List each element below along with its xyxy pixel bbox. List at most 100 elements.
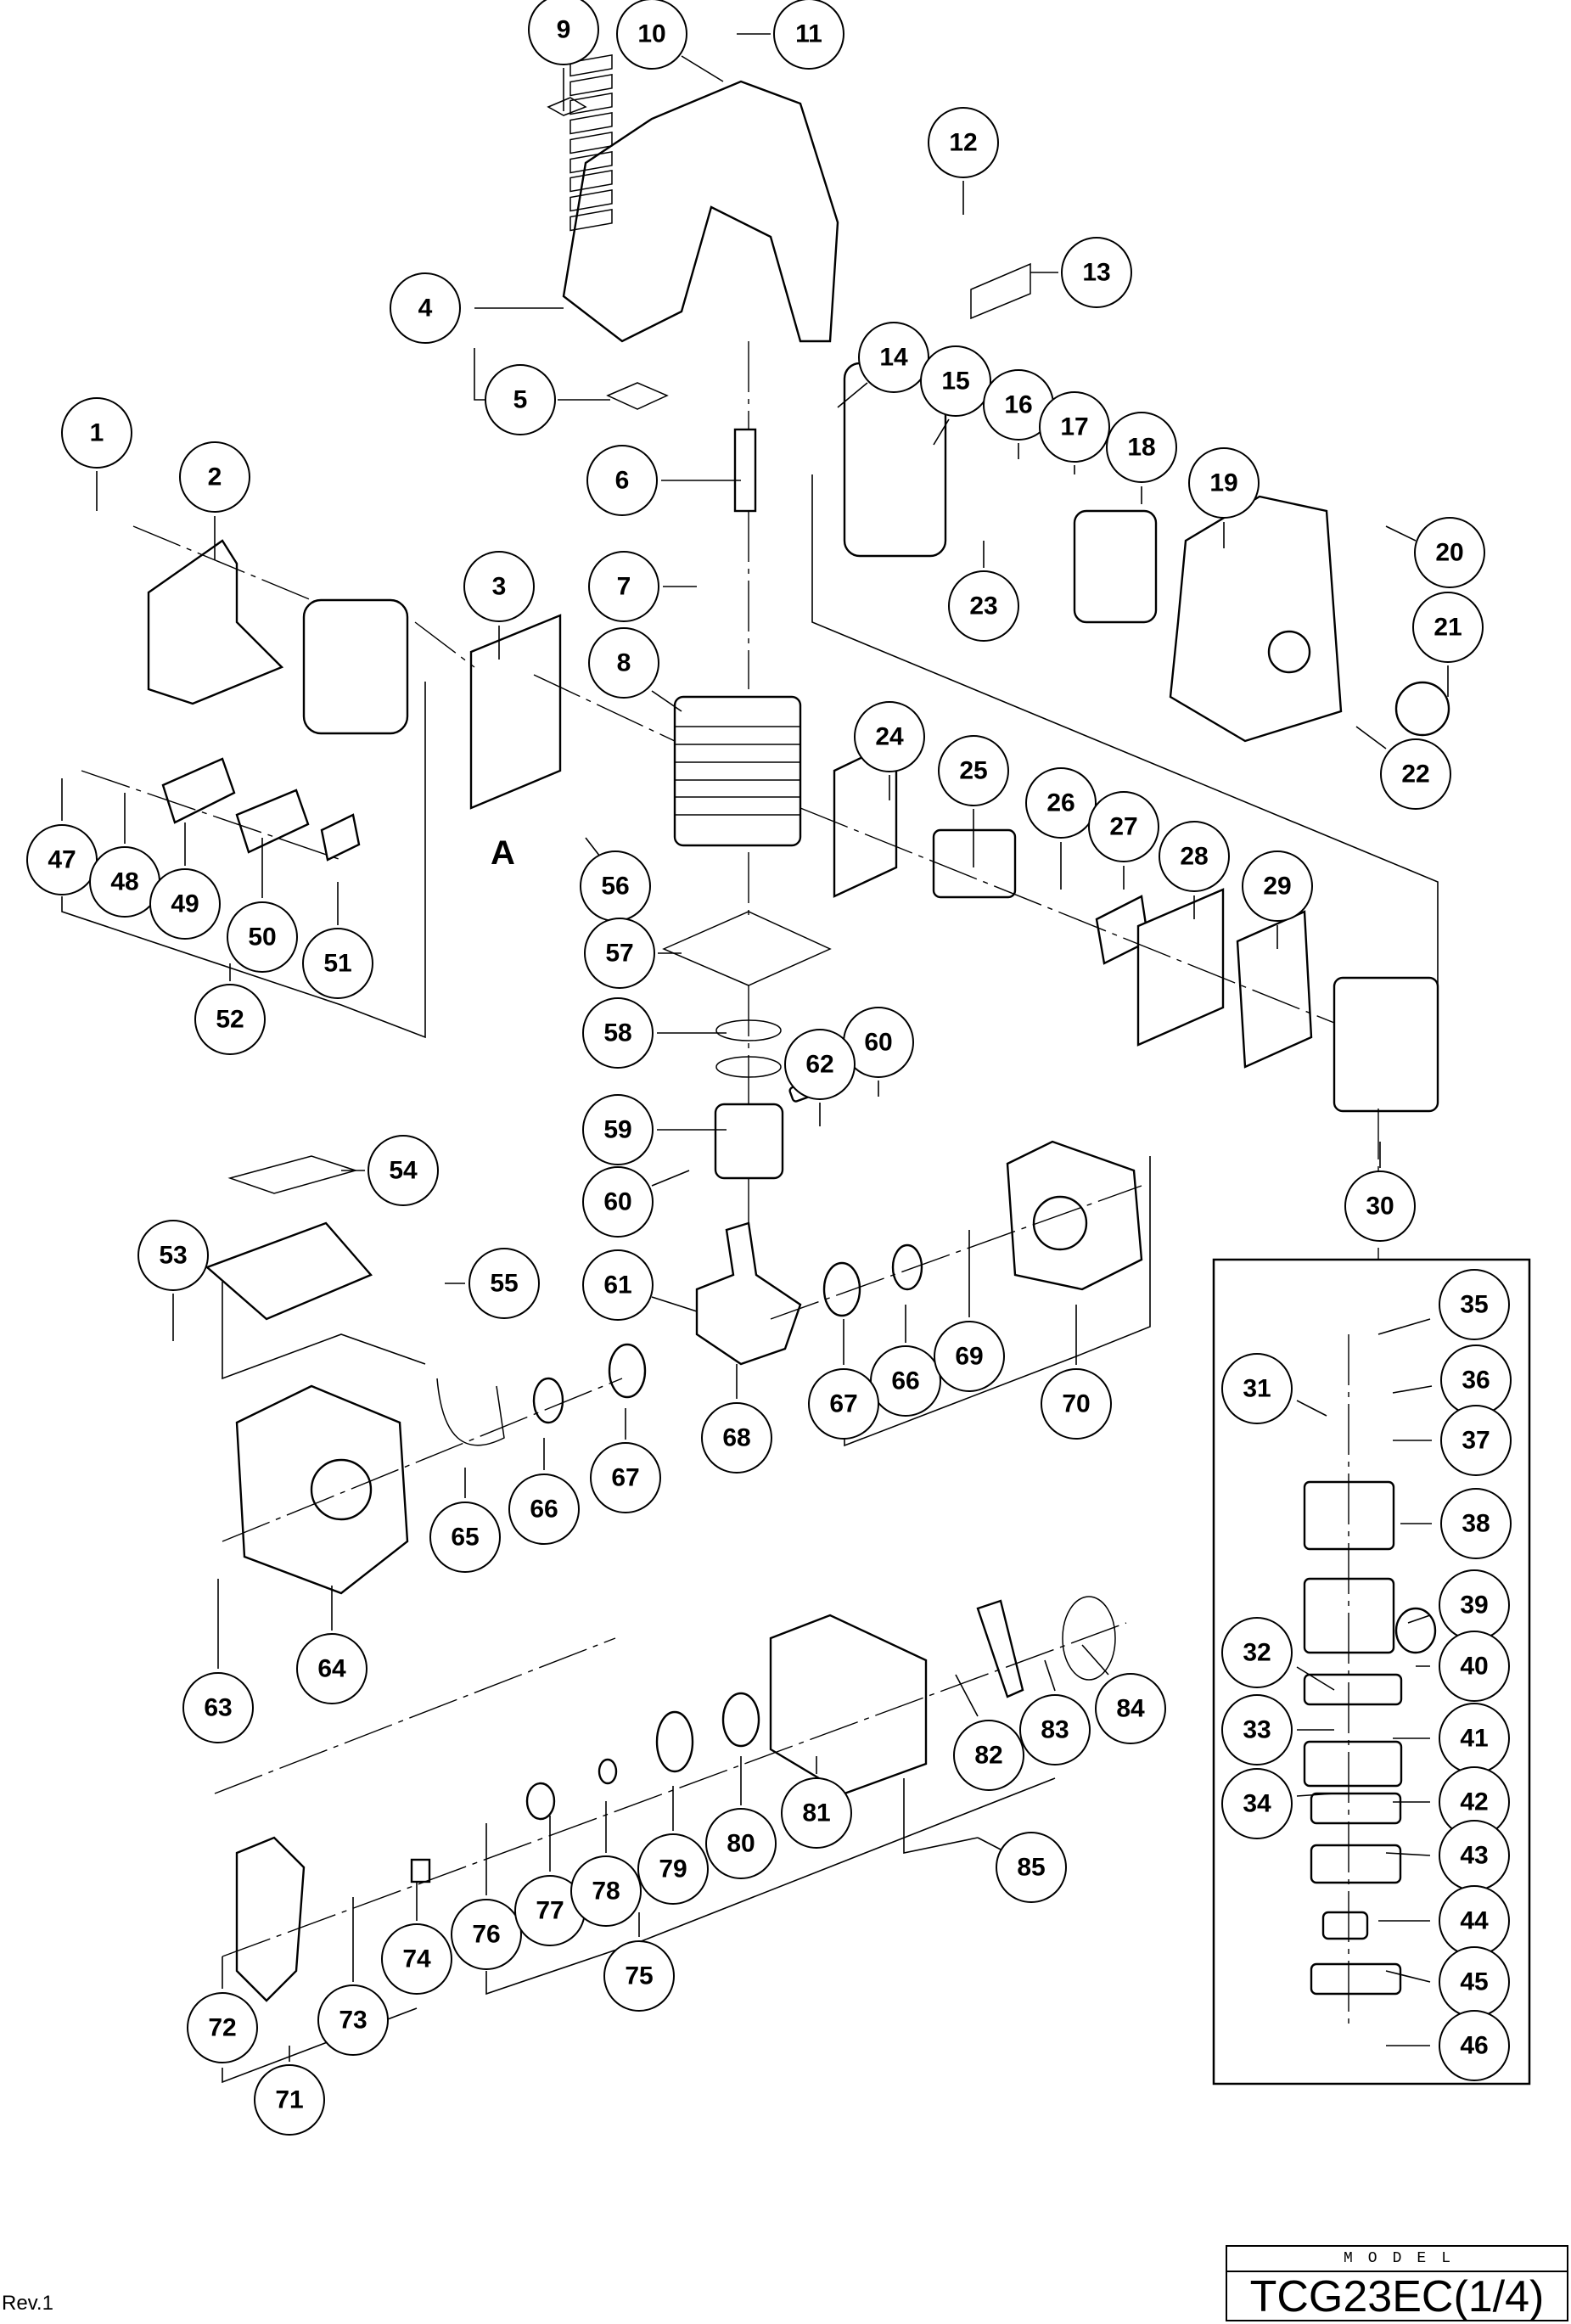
callout-71: 71	[254, 2064, 325, 2136]
callout-number: 82	[974, 1742, 1002, 1770]
callout-number: 74	[402, 1945, 431, 1973]
callout-30: 30	[1344, 1170, 1416, 1242]
callout-circle	[934, 1321, 1005, 1392]
bearing-seal-3	[891, 1243, 923, 1291]
callout-number: 78	[592, 1878, 620, 1906]
assembly-axis-line	[222, 1622, 1127, 1957]
callout-13: 13	[1061, 237, 1132, 308]
callout-circle	[368, 1135, 439, 1206]
callout-circle	[1221, 1768, 1293, 1839]
callout-circle	[588, 551, 659, 622]
callout-34: 34	[1221, 1768, 1293, 1839]
gasket-65-part	[436, 1378, 505, 1446]
callout-9: 9	[528, 0, 599, 65]
callout-number: 65	[451, 1524, 479, 1552]
revision-label: Rev.1	[2, 2292, 53, 2315]
callout-66a: 66	[508, 1474, 580, 1545]
callout-84: 84	[1095, 1673, 1166, 1744]
callout-number: 19	[1209, 469, 1237, 497]
group-bracket	[903, 1778, 979, 1854]
carburetor-part	[1333, 976, 1439, 1113]
leader-line-85	[977, 1837, 1002, 1850]
callout-2: 2	[179, 441, 250, 513]
callout-23: 23	[948, 570, 1019, 642]
crankcase-70-bore	[1032, 1195, 1088, 1251]
callout-number: 45	[1460, 1968, 1488, 1996]
callout-number: 4	[418, 295, 433, 323]
callout-44: 44	[1439, 1885, 1510, 1956]
callout-circle	[588, 627, 659, 699]
cover-vent-slot	[569, 169, 613, 193]
carb-ring-39	[1394, 1607, 1437, 1654]
assembly-axis-line	[800, 807, 1335, 1024]
pawl-74-part	[410, 1858, 431, 1883]
callout-circle	[227, 901, 298, 973]
callout-43: 43	[1439, 1820, 1510, 1891]
assembly-axis-line	[214, 1637, 616, 1794]
callout-circle	[1041, 1368, 1112, 1440]
callout-number: 42	[1460, 1788, 1488, 1816]
callout-number: 40	[1460, 1653, 1488, 1681]
callout-number: 33	[1243, 1716, 1271, 1744]
callout-number: 60	[603, 1188, 631, 1216]
callout-number: 30	[1366, 1193, 1394, 1221]
callout-circle	[784, 1029, 856, 1100]
callout-circle	[582, 1094, 654, 1165]
callout-31: 31	[1221, 1353, 1293, 1424]
callout-number: 47	[48, 846, 76, 874]
callout-19: 19	[1188, 447, 1260, 519]
callout-circle	[1412, 592, 1484, 663]
callout-70: 70	[1041, 1368, 1112, 1440]
callout-circle	[1088, 791, 1159, 862]
callout-number: 28	[1180, 843, 1208, 871]
callout-number: 39	[1460, 1591, 1488, 1620]
callout-number: 31	[1243, 1375, 1271, 1403]
callout-circle	[1159, 821, 1230, 892]
leader-line-15	[933, 418, 950, 446]
callout-52: 52	[194, 984, 266, 1055]
leader-line-84	[1081, 1644, 1109, 1676]
label-54-part	[227, 1155, 358, 1194]
callout-circle	[953, 1720, 1024, 1791]
callout-38: 38	[1440, 1488, 1512, 1559]
callout-number: 12	[949, 129, 977, 157]
leader-line-32	[1296, 1666, 1335, 1691]
cover-vent-slot	[569, 111, 613, 135]
callout-number: 84	[1116, 1695, 1145, 1723]
cover-vent-slot	[569, 131, 613, 154]
callout-29: 29	[1242, 850, 1313, 922]
callout-number: 34	[1243, 1790, 1271, 1818]
engine-cover-part	[562, 80, 839, 343]
callout-79: 79	[637, 1833, 709, 1905]
leader-line-61	[651, 1296, 698, 1312]
callout-circle	[429, 1502, 501, 1573]
muffler-part	[302, 598, 409, 735]
cover-vent-slot	[569, 92, 613, 115]
callout-28: 28	[1159, 821, 1230, 892]
leader-line-8	[651, 690, 682, 712]
leader-lines	[61, 33, 1449, 2062]
callout-circle	[1344, 1170, 1416, 1242]
callout-60b: 60	[582, 1166, 654, 1238]
callout-number: 58	[603, 1019, 631, 1047]
callout-number: 35	[1460, 1291, 1488, 1319]
callout-circle	[1019, 1694, 1091, 1765]
heat-shield-part	[469, 614, 562, 810]
callout-42: 42	[1439, 1766, 1510, 1838]
callout-number: 67	[829, 1390, 857, 1418]
callout-number: 43	[1460, 1842, 1488, 1870]
spring-78-part	[598, 1758, 618, 1785]
callout-83: 83	[1019, 1694, 1091, 1765]
callout-40: 40	[1439, 1631, 1510, 1702]
callout-number: 2	[208, 463, 222, 491]
callout-number: 11	[795, 20, 822, 48]
callout-75: 75	[603, 1940, 675, 2012]
callout-number: 13	[1082, 259, 1110, 287]
callout-68: 68	[701, 1402, 772, 1474]
callout-number: 37	[1462, 1427, 1490, 1455]
callout-circle	[187, 1992, 258, 2063]
label-84-part	[1062, 1596, 1116, 1681]
callout-circle	[1221, 1617, 1293, 1688]
leader-line-10	[681, 55, 724, 82]
